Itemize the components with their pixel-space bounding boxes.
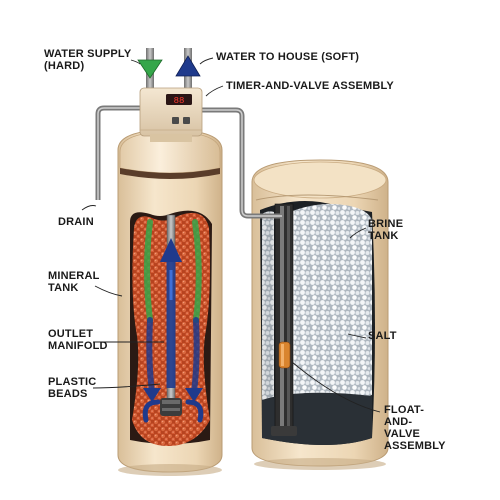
label-plastic-beads: PLASTIC BEADS <box>48 376 97 400</box>
label-water-supply: WATER SUPPLY (HARD) <box>44 48 132 72</box>
label-mineral-tank: MINERAL TANK <box>48 270 100 294</box>
label-drain: DRAIN <box>58 216 94 228</box>
label-float-valve: FLOAT- AND- VALVE ASSEMBLY <box>384 404 446 452</box>
brine-tank <box>251 159 389 470</box>
label-water-to-house: WATER TO HOUSE (SOFT) <box>216 51 360 63</box>
mineral-tank <box>117 129 223 476</box>
label-outlet-manifold: OUTLET MANIFOLD <box>48 328 108 352</box>
label-salt: SALT <box>368 330 397 342</box>
soft-water-arrow <box>175 55 201 77</box>
leader-lines <box>81 57 381 413</box>
timer-valve-box <box>139 87 203 142</box>
controller-display: 88 <box>174 96 185 106</box>
label-brine-tank: BRINE TANK <box>368 218 404 242</box>
hard-water-arrow <box>137 59 163 79</box>
label-timer-valve: TIMER-AND-VALVE ASSEMBLY <box>226 80 394 92</box>
